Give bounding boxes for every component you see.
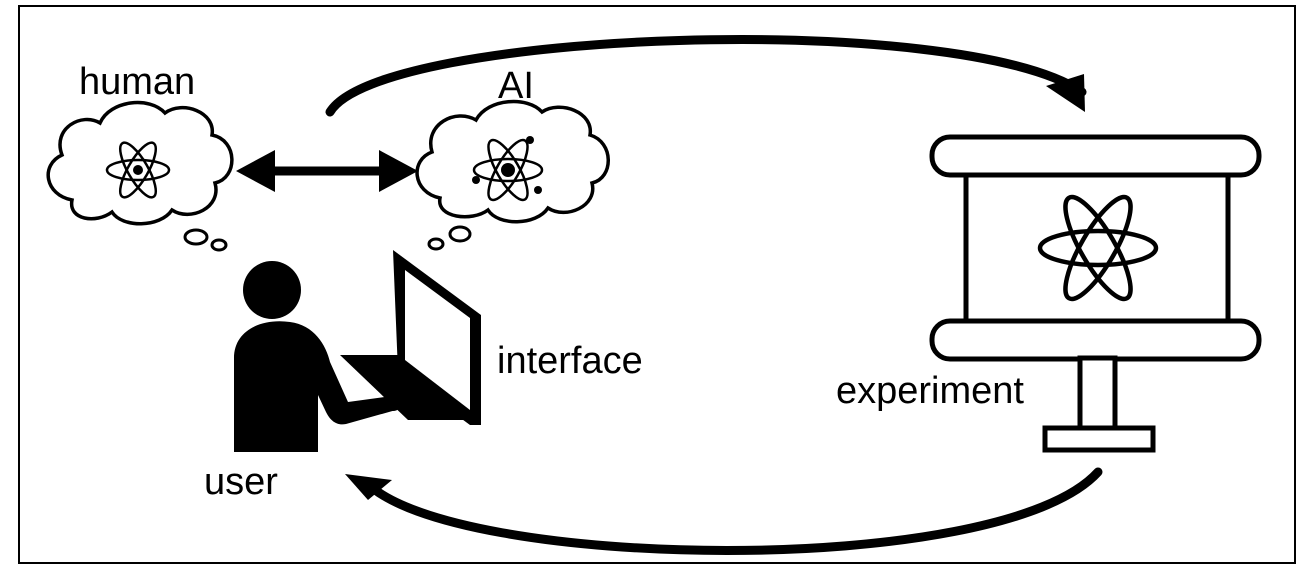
- bottom-cycle-arrow: [345, 467, 1103, 555]
- interface-label: interface: [497, 340, 643, 382]
- user-label: user: [204, 461, 278, 503]
- human-ai-double-arrow: [236, 150, 418, 192]
- ai-thought-cloud: [415, 99, 610, 251]
- atom-icon: [1037, 194, 1159, 302]
- atom-icon: [105, 141, 171, 199]
- human-thought-cloud: [46, 100, 234, 252]
- experiment-label: experiment: [836, 370, 1024, 412]
- ai-label: AI: [498, 65, 534, 107]
- atom-with-electrons-icon: [472, 136, 544, 202]
- laptop-icon: [340, 250, 481, 425]
- experiment-screen: [929, 134, 1262, 453]
- human-label: human: [79, 61, 196, 103]
- outer-frame: [18, 5, 1296, 564]
- top-cycle-arrow: [325, 35, 1087, 117]
